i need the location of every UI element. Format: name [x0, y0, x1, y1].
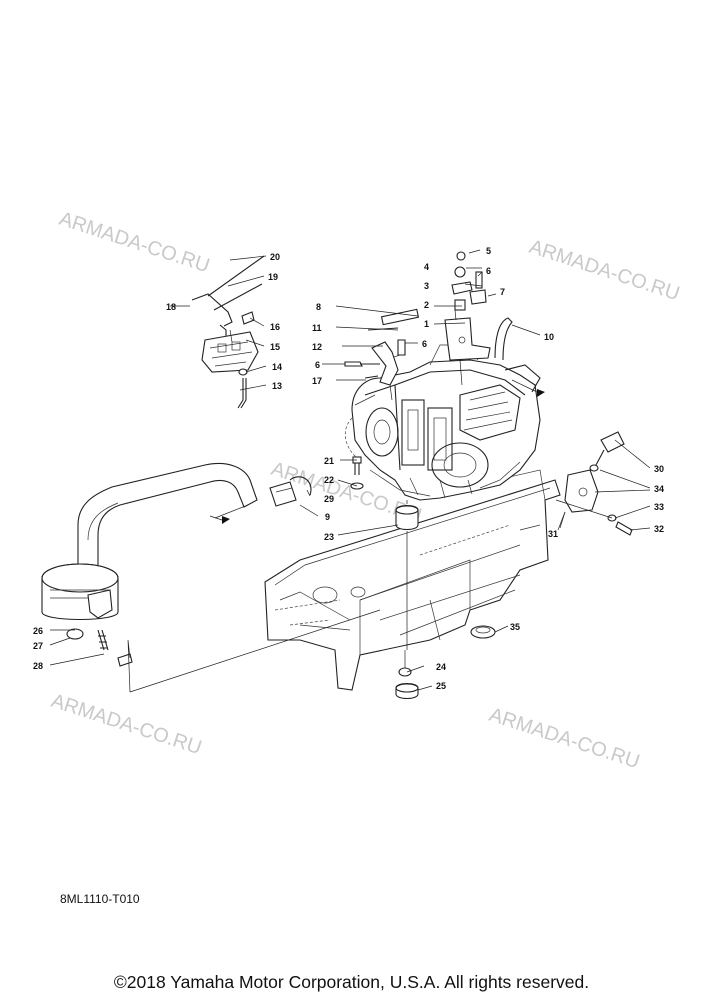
callout-16: 16 — [270, 322, 280, 332]
callout-17: 17 — [312, 376, 322, 386]
lower-mount-drawing — [395, 625, 496, 700]
callout-3: 3 — [424, 281, 429, 291]
callout-32: 32 — [654, 524, 664, 534]
callout-22: 22 — [324, 475, 334, 485]
callout-24: 24 — [436, 662, 446, 672]
arrow-marker — [537, 389, 545, 397]
callout-18: 18 — [166, 302, 176, 312]
callout-6: 6 — [422, 339, 427, 349]
callout-29: 29 — [324, 494, 334, 504]
watermark: ARMADA-CO.RU — [526, 236, 682, 305]
callout-leaders — [49, 249, 651, 691]
callout-26: 26 — [33, 626, 43, 636]
callout-31: 31 — [548, 529, 558, 539]
callout-27: 27 — [33, 641, 43, 651]
callout-5: 5 — [486, 246, 491, 256]
callout-8: 8 — [316, 302, 321, 312]
copyright-notice: ©2018 Yamaha Motor Corporation, U.S.A. A… — [113, 972, 590, 992]
diagram-code: 8ML1110-T010 — [60, 892, 140, 906]
callout-30: 30 — [654, 464, 664, 474]
callout-numbers: 1 2 3 4 5 6 6 6 7 8 9 10 11 12 13 14 15 … — [33, 246, 664, 691]
watermark: ARMADA-CO.RU — [486, 704, 642, 773]
muffler-drawing — [41, 462, 381, 693]
callout-20: 20 — [270, 252, 280, 262]
callout-33: 33 — [654, 502, 664, 512]
callout-4: 4 — [424, 262, 429, 272]
bracket-assembly-drawing — [444, 251, 513, 386]
callout-28: 28 — [33, 661, 43, 671]
callout-35: 35 — [510, 622, 520, 632]
callout-21: 21 — [324, 456, 334, 466]
engine-drawing — [344, 344, 541, 501]
side-bracket-drawing — [555, 431, 633, 536]
callout-7: 7 — [500, 287, 505, 297]
choke-assembly-drawing — [191, 255, 265, 409]
watermark: ARMADA-CO.RU — [48, 690, 204, 759]
callout-11: 11 — [312, 323, 322, 333]
callout-1: 1 — [424, 319, 429, 329]
callout-6: 6 — [486, 266, 491, 276]
callout-23: 23 — [324, 532, 334, 542]
callout-15: 15 — [270, 342, 280, 352]
callout-14: 14 — [272, 362, 282, 372]
callout-13: 13 — [272, 381, 282, 391]
callout-2: 2 — [424, 300, 429, 310]
callout-6: 6 — [315, 360, 320, 370]
direction-arrows — [209, 379, 545, 524]
callout-12: 12 — [312, 342, 322, 352]
callout-34: 34 — [654, 484, 664, 494]
callout-9: 9 — [325, 512, 330, 522]
frame-drawing — [264, 469, 561, 691]
callout-10: 10 — [544, 332, 554, 342]
arrow-marker — [222, 516, 230, 524]
callout-19: 19 — [268, 272, 278, 282]
callout-25: 25 — [436, 681, 446, 691]
exhaust-clamp-drawing — [269, 476, 312, 507]
watermark: ARMADA-CO.RU — [56, 208, 212, 277]
